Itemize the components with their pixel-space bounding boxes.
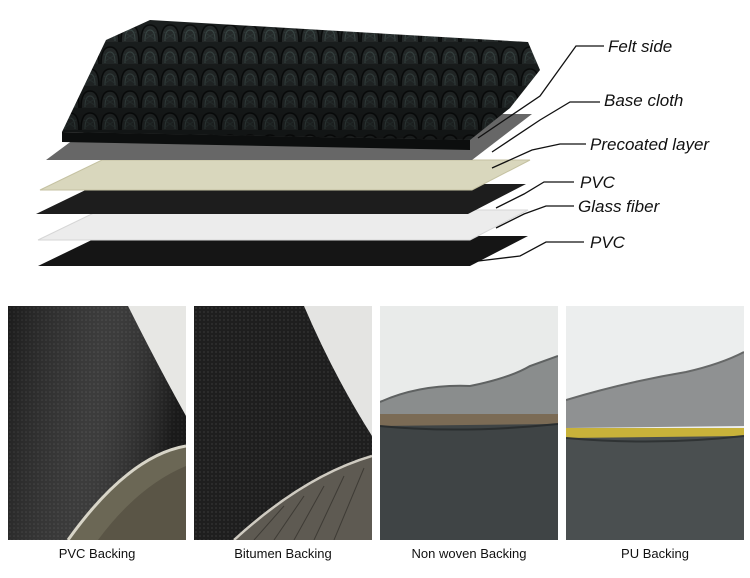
pvc-label: PVC (580, 173, 616, 192)
felt-side-layer (62, 20, 540, 150)
glass-fiber-layer (37, 209, 529, 241)
pu-backing-caption: PU Backing (621, 546, 689, 561)
pvc-bottom-layer (38, 236, 528, 266)
bitumen-backing-photo (194, 306, 372, 540)
pvc-bottom-label: PVC (590, 233, 626, 252)
non-woven-backing-caption: Non woven Backing (411, 546, 527, 561)
felt-side-label: Felt side (608, 37, 672, 56)
leader-lines (469, 45, 604, 263)
pu-backing-photo (566, 306, 744, 540)
pvc-backing-photo (8, 306, 186, 540)
non-woven-backing-photo (380, 306, 558, 540)
glass-fiber-label: Glass fiber (578, 197, 661, 216)
pvc-layer (36, 184, 526, 214)
pvc-backing-caption: PVC Backing (58, 546, 136, 561)
precoated-layer-label: Precoated layer (590, 135, 710, 154)
bitumen-backing-caption: Bitumen Backing (234, 546, 332, 561)
base-cloth-label: Base cloth (604, 91, 683, 110)
precoated-layer (39, 159, 531, 191)
layer-diagram: Felt side Base cloth Precoated layer PVC… (36, 20, 710, 266)
